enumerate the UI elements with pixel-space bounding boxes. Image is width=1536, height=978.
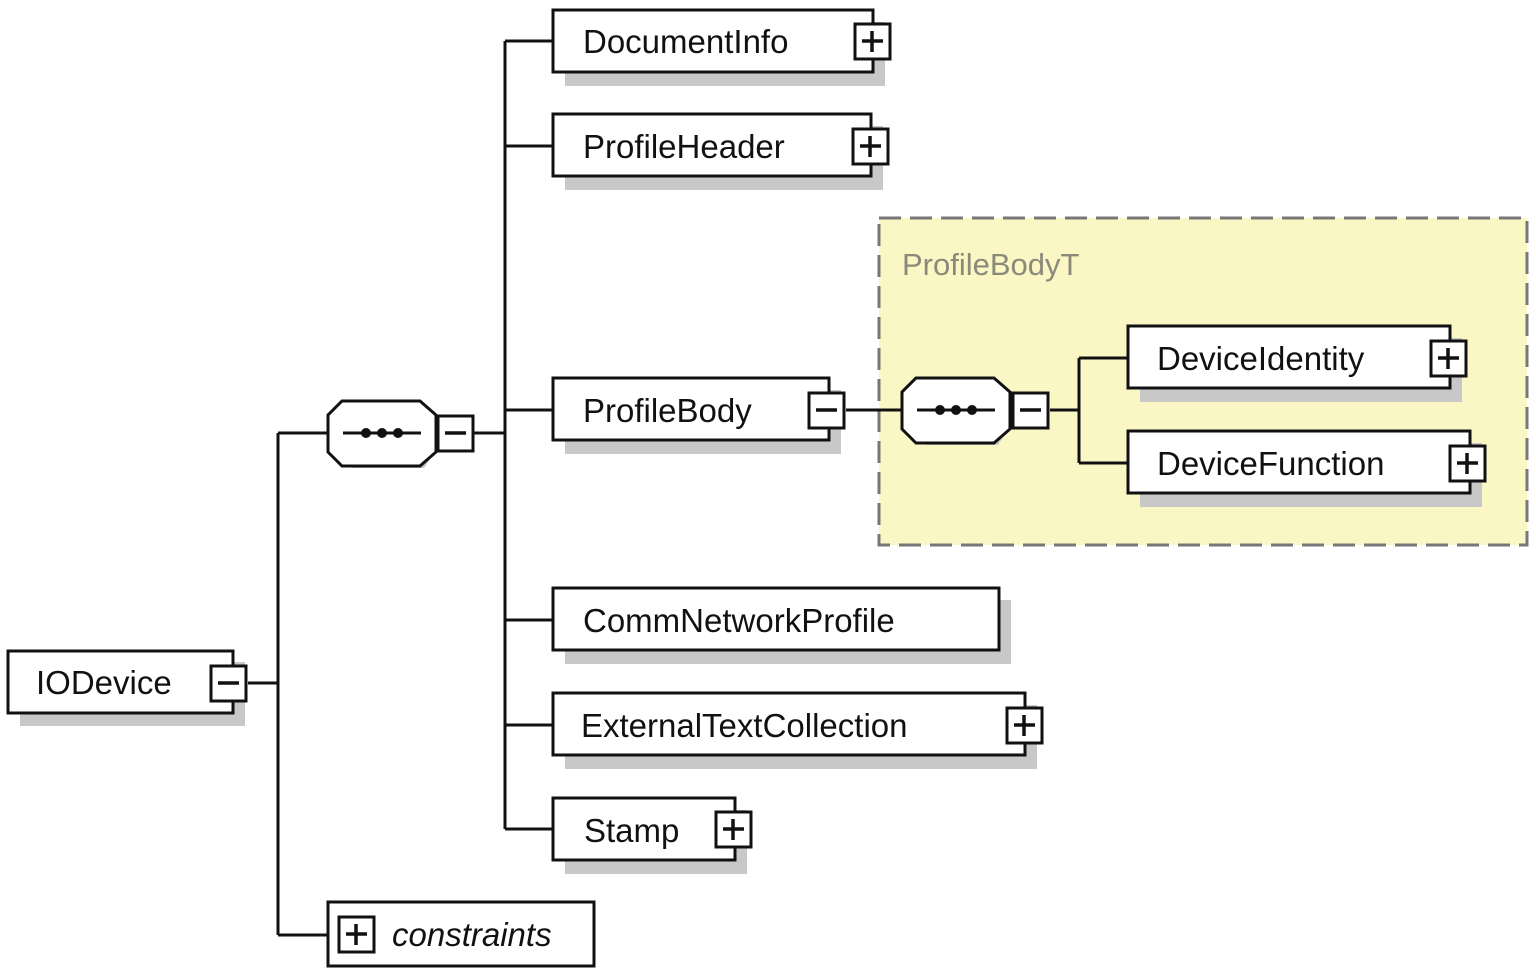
- device-function-node[interactable]: DeviceFunction: [1126, 429, 1482, 507]
- external-text-collection-label: ExternalTextCollection: [581, 707, 908, 744]
- document-info-label: DocumentInfo: [583, 23, 788, 60]
- profile-body-node[interactable]: ProfileBody: [551, 376, 841, 454]
- inner-sequence-collapse-icon[interactable]: [1011, 391, 1050, 430]
- iodevice-label: IODevice: [36, 664, 172, 701]
- profile-header-label: ProfileHeader: [583, 128, 785, 165]
- external-text-collection-node[interactable]: ExternalTextCollection: [551, 691, 1037, 769]
- stamp-node[interactable]: Stamp: [551, 796, 747, 874]
- iodevice-collapse-icon[interactable]: [209, 664, 248, 703]
- external-text-collection-expand-icon[interactable]: [1005, 706, 1044, 745]
- iodevice-node[interactable]: IODevice: [6, 649, 245, 726]
- document-info-node[interactable]: DocumentInfo: [551, 8, 885, 86]
- sequence-compositor-icon: [326, 399, 440, 468]
- device-identity-node[interactable]: DeviceIdentity: [1126, 324, 1462, 402]
- sequence-collapse-icon[interactable]: [436, 414, 475, 453]
- constraints-node[interactable]: constraints: [326, 900, 596, 968]
- profile-body-type-label: ProfileBodyT: [902, 247, 1080, 282]
- device-function-label: DeviceFunction: [1157, 445, 1384, 482]
- profile-header-node[interactable]: ProfileHeader: [551, 112, 883, 190]
- stamp-label: Stamp: [584, 812, 679, 849]
- device-function-expand-icon[interactable]: [1448, 444, 1487, 483]
- document-info-expand-icon[interactable]: [853, 22, 892, 61]
- comm-network-profile-node[interactable]: CommNetworkProfile: [551, 586, 1011, 664]
- connector-lines: [248, 39, 1128, 937]
- constraints-label: constraints: [392, 916, 552, 953]
- inner-sequence-compositor-icon: [900, 376, 1014, 445]
- device-identity-label: DeviceIdentity: [1157, 340, 1365, 377]
- comm-network-profile-label: CommNetworkProfile: [583, 602, 895, 639]
- stamp-expand-icon[interactable]: [714, 810, 753, 849]
- profile-header-expand-icon[interactable]: [851, 127, 890, 166]
- profile-body-label: ProfileBody: [583, 392, 752, 429]
- constraints-expand-icon[interactable]: [337, 915, 376, 954]
- profile-body-collapse-icon[interactable]: [807, 391, 846, 430]
- device-identity-expand-icon[interactable]: [1429, 339, 1468, 378]
